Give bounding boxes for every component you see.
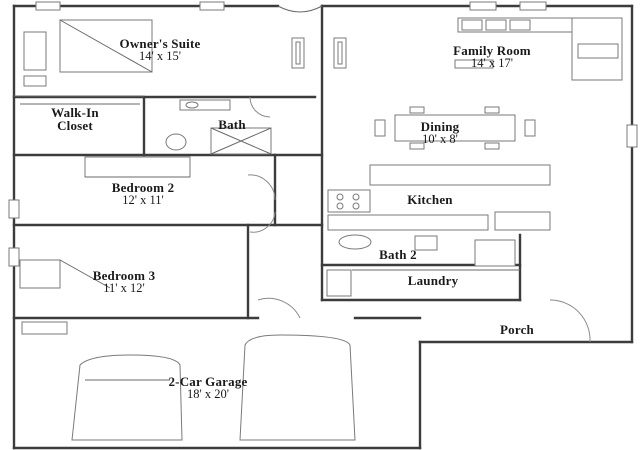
room-name: Bedroom 2 — [111, 180, 175, 195]
room-label-owners-suite: Owner's Suite 14' x 15' — [120, 37, 201, 63]
room-name: Laundry — [407, 273, 459, 288]
family-room-furniture — [454, 17, 623, 81]
kitchen-counters — [327, 164, 551, 231]
room-label-walk-in-closet: Walk-In Closet — [51, 106, 99, 132]
interior-walls — [12, 4, 522, 320]
room-dimensions: 10' x 8' — [422, 132, 458, 146]
owners-suite-furniture — [23, 19, 347, 87]
room-name: Kitchen — [407, 192, 453, 207]
bedroom-3-furniture — [19, 211, 276, 289]
dining-table — [374, 106, 536, 150]
room-name-line-2: Closet — [57, 118, 93, 133]
room-label-bath-2: Bath 2 — [379, 248, 417, 261]
room-name: Bath 2 — [379, 247, 417, 262]
room-label-bedroom-2: Bedroom 2 12' x 11' — [112, 181, 175, 207]
room-name: Owner's Suite — [119, 36, 201, 51]
room-dimensions: 18' x 20' — [186, 387, 229, 401]
room-name: Family Room — [453, 43, 531, 58]
room-label-bath: Bath — [218, 118, 246, 131]
room-name: Dining — [420, 119, 460, 134]
room-name: Bath — [218, 117, 246, 132]
windows — [8, 1, 638, 267]
room-label-kitchen: Kitchen — [407, 193, 452, 206]
room-label-bedroom-3: Bedroom 3 11' x 12' — [93, 269, 156, 295]
bath-2-fixtures — [326, 234, 520, 297]
room-name: Porch — [500, 322, 534, 337]
bath-fixtures — [20, 96, 272, 155]
room-dimensions: 11' x 12' — [103, 281, 145, 295]
room-dimensions: 12' x 11' — [122, 193, 164, 207]
room-dimensions: 14' x 15' — [138, 49, 181, 63]
entry-doors — [257, 5, 591, 343]
room-name: Bedroom 3 — [92, 268, 156, 283]
bedroom-2-furniture — [84, 156, 276, 201]
room-label-family-room: Family Room 14' x 17' — [453, 44, 531, 70]
room-label-garage: 2-Car Garage 18' x 20' — [168, 375, 247, 401]
garage-vehicles — [21, 321, 356, 441]
room-label-dining: Dining 10' x 8' — [421, 120, 460, 146]
room-name-line-1: Walk-In — [51, 105, 99, 120]
room-name: 2-Car Garage — [168, 374, 248, 389]
room-label-laundry: Laundry — [408, 274, 459, 287]
room-dimensions: 14' x 17' — [470, 56, 514, 70]
room-label-porch: Porch — [500, 323, 534, 336]
